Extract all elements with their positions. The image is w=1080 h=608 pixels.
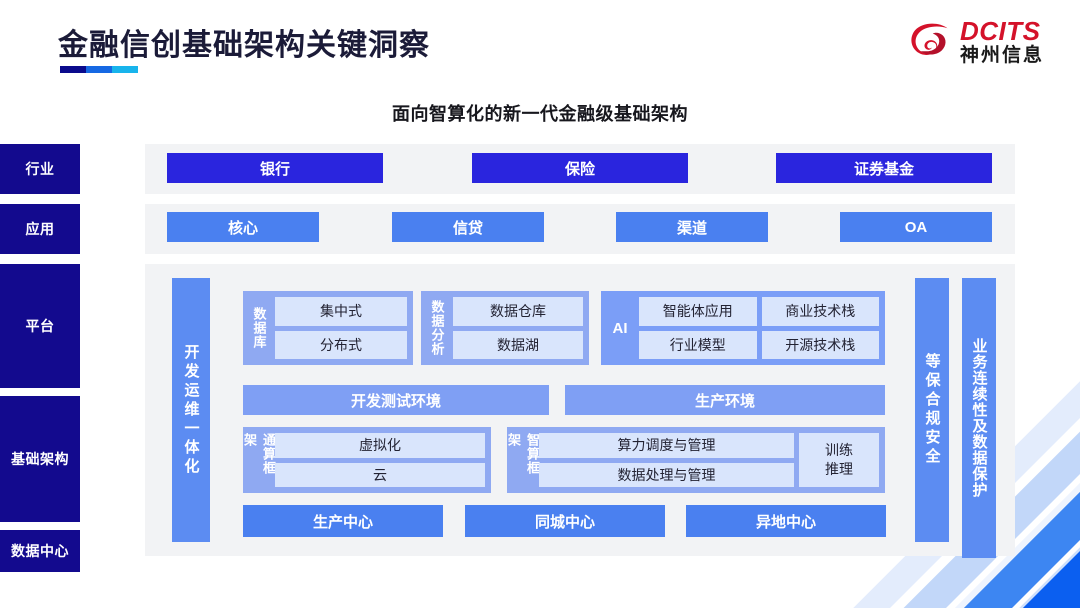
train-label: 训练 xyxy=(825,442,853,459)
page-title: 金融信创基础架构关键洞察 xyxy=(58,29,430,62)
application-block-credit[interactable]: 信贷 xyxy=(392,212,544,242)
business-continuity-label: 业务连续性及数据保护 xyxy=(970,338,988,498)
ai-compute-group-label: 智算框架 xyxy=(506,433,540,475)
rail-label: 行业 xyxy=(25,161,55,177)
analytics-cell-data-warehouse[interactable]: 数据仓库 xyxy=(453,297,583,326)
ai-cell-agent-application[interactable]: 智能体应用 xyxy=(639,297,757,326)
application-label: 信贷 xyxy=(452,219,483,237)
general-compute-group-label: 通算框架 xyxy=(242,433,276,475)
analytics-cell-data-lake[interactable]: 数据湖 xyxy=(453,330,583,359)
datacenter-block-remote[interactable]: 异地中心 xyxy=(686,505,886,537)
title-accent-bar xyxy=(60,66,138,73)
industry-block-bank[interactable]: 银行 xyxy=(167,153,383,183)
rail-item-industry: 行业 xyxy=(0,144,80,194)
application-block-oa[interactable]: OA xyxy=(840,212,992,242)
business-continuity-bar[interactable]: 业务连续性及数据保护 xyxy=(962,278,996,558)
datacenter-block-metro[interactable]: 同城中心 xyxy=(465,505,665,537)
general-compute-group: 通算框架 虚拟化 云 xyxy=(242,427,491,493)
brand-logo: DCITS 神州信息 xyxy=(907,18,1044,65)
industry-block-insurance[interactable]: 保险 xyxy=(472,153,688,183)
ai-cell-column-right: 商业技术栈 开源技术栈 xyxy=(761,297,879,359)
database-group: 数据库 集中式 分布式 xyxy=(243,291,413,365)
logo-text-cn: 神州信息 xyxy=(959,45,1044,66)
ai-compute-cell-scheduling[interactable]: 算力调度与管理 xyxy=(539,433,794,458)
application-label: 核心 xyxy=(227,219,258,237)
diagram-subtitle: 面向智算化的新一代金融级基础架构 xyxy=(392,104,688,124)
analytics-group-label: 数据分析 xyxy=(429,300,445,356)
environment-label: 生产环境 xyxy=(694,392,755,410)
rail-label: 应用 xyxy=(25,221,55,237)
ai-compute-cell-column: 算力调度与管理 数据处理与管理 xyxy=(539,433,794,487)
logo-text-en: DCITS xyxy=(959,16,1041,46)
ai-compute-cell-data-processing[interactable]: 数据处理与管理 xyxy=(539,462,794,487)
database-group-label: 数据库 xyxy=(251,307,267,349)
industry-block-securities-fund[interactable]: 证券基金 xyxy=(776,153,992,183)
application-block-channel[interactable]: 渠道 xyxy=(616,212,768,242)
general-compute-cells: 虚拟化 云 xyxy=(275,433,485,487)
slide-header: 金融信创基础架构关键洞察 DCITS 神州信息 xyxy=(0,0,1080,92)
dcits-swirl-icon xyxy=(911,23,948,55)
analytics-group: 数据分析 数据仓库 数据湖 xyxy=(421,291,589,365)
compliance-security-bar[interactable]: 等保合规安全 xyxy=(915,278,949,542)
application-label: 渠道 xyxy=(676,219,707,237)
rail-item-platform: 平台 xyxy=(0,264,80,388)
application-label: OA xyxy=(904,218,928,236)
rail-item-application: 应用 xyxy=(0,204,80,254)
database-cell-centralized[interactable]: 集中式 xyxy=(275,297,407,326)
general-compute-cell-cloud[interactable]: 云 xyxy=(275,462,485,487)
industry-label: 银行 xyxy=(259,160,290,178)
ai-group-label: AI xyxy=(612,319,628,337)
analytics-cells: 数据仓库 数据湖 xyxy=(453,297,583,359)
ai-cells: 智能体应用 行业模型 商业技术栈 开源技术栈 xyxy=(639,297,879,359)
datacenter-label: 异地中心 xyxy=(755,513,816,531)
compliance-security-label: 等保合规安全 xyxy=(923,353,941,467)
datacenter-block-production[interactable]: 生产中心 xyxy=(243,505,443,537)
devops-vertical-bar[interactable]: 开发运维一体化 xyxy=(172,278,210,542)
logo-wordmark: DCITS 神州信息 xyxy=(960,18,1044,65)
database-cell-distributed[interactable]: 分布式 xyxy=(275,330,407,359)
accent-segment-navy xyxy=(60,66,86,73)
rail-label: 基础架构 xyxy=(11,451,69,467)
general-compute-cell-virtualization[interactable]: 虚拟化 xyxy=(275,433,485,458)
environment-block-production[interactable]: 生产环境 xyxy=(565,385,885,415)
environment-label: 开发测试环境 xyxy=(350,392,441,410)
database-cells: 集中式 分布式 xyxy=(275,297,407,359)
environment-block-dev-test[interactable]: 开发测试环境 xyxy=(243,385,549,415)
inference-label: 推理 xyxy=(825,461,853,477)
devops-label: 开发运维一体化 xyxy=(182,343,200,477)
application-block-core[interactable]: 核心 xyxy=(167,212,319,242)
rail-item-datacenter: 数据中心 xyxy=(0,530,80,572)
ai-compute-cells: 算力调度与管理 数据处理与管理 训练 推理 xyxy=(539,433,879,487)
ai-cell-industry-model[interactable]: 行业模型 xyxy=(639,330,757,359)
industry-label: 保险 xyxy=(564,160,595,178)
datacenter-label: 同城中心 xyxy=(534,513,595,531)
datacenter-label: 生产中心 xyxy=(312,513,373,531)
rail-item-infrastructure: 基础架构 xyxy=(0,396,80,522)
ai-cell-commercial-stack[interactable]: 商业技术栈 xyxy=(761,297,879,326)
rail-label: 平台 xyxy=(25,318,55,334)
accent-segment-cyan xyxy=(112,66,138,73)
ai-cell-opensource-stack[interactable]: 开源技术栈 xyxy=(761,330,879,359)
industry-label: 证券基金 xyxy=(853,160,914,178)
ai-compute-cell-train-inference[interactable]: 训练 推理 xyxy=(799,433,879,487)
ai-compute-group: 智算框架 算力调度与管理 数据处理与管理 训练 推理 xyxy=(506,427,885,493)
ai-cell-column-left: 智能体应用 行业模型 xyxy=(639,297,757,359)
ai-group: AI 智能体应用 行业模型 商业技术栈 开源技术栈 xyxy=(601,291,885,365)
rail-label: 数据中心 xyxy=(11,543,69,559)
accent-segment-blue xyxy=(86,66,112,73)
